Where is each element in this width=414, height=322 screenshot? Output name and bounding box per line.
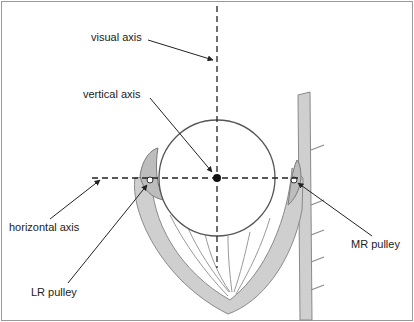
pulley-label: LR pulley — [30, 286, 78, 299]
axis-label: horizontal axis — [8, 221, 80, 234]
axis-label: visual axis — [90, 31, 143, 44]
pulley-label: MR pulley — [350, 238, 401, 251]
axis-label: vertical axis — [82, 88, 141, 101]
